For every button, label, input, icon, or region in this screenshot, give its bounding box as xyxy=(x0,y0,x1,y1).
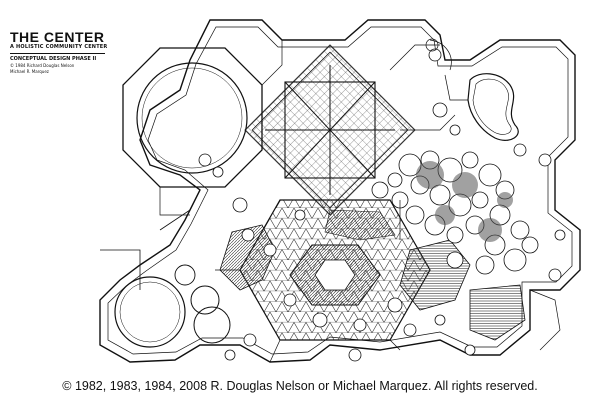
plan-phase: CONCEPTUAL DESIGN PHASE II xyxy=(10,56,97,62)
credit-line-1: © 1984 Richard Douglas Nelson xyxy=(10,63,75,68)
credit-line-2: Michael R. Marquez xyxy=(10,69,49,74)
plan-subtitle: A HOLISTIC COMMUNITY CENTER xyxy=(10,44,108,50)
round-room-small-2 xyxy=(193,306,231,344)
inner-perimeter xyxy=(107,26,573,355)
round-room-small-1 xyxy=(190,285,220,315)
site-plan-drawing xyxy=(99,19,581,363)
plan-title: THE CENTER xyxy=(10,29,105,45)
garden-bed-lower xyxy=(469,284,526,341)
octagon-hall xyxy=(122,47,263,188)
title-block: THE CENTER A HOLISTIC COMMUNITY CENTER C… xyxy=(10,30,120,75)
round-hall-circle xyxy=(136,62,248,174)
pool xyxy=(467,73,519,141)
outer-perimeter xyxy=(99,19,581,363)
copyright-notice: © 1982, 1983, 1984, 2008 R. Douglas Nels… xyxy=(62,379,538,393)
title-rule xyxy=(10,53,105,54)
perimeter-trees xyxy=(198,48,566,362)
round-room-large xyxy=(114,276,186,348)
